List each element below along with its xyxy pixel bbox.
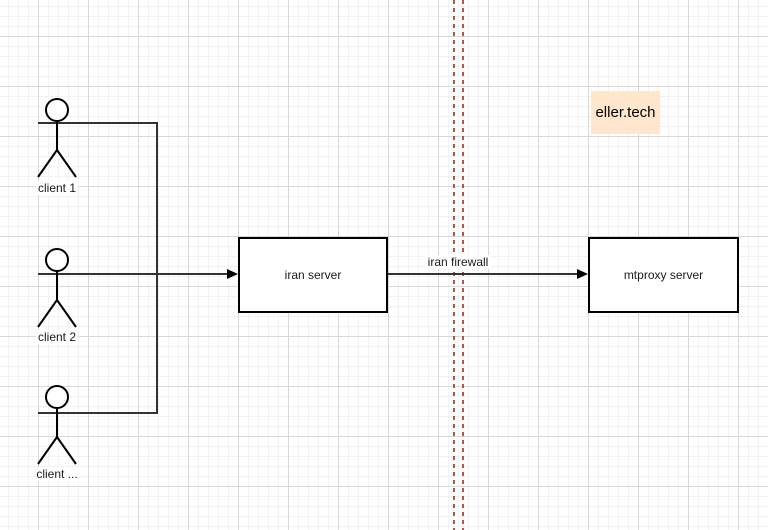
node-mtproxy-server-label: mtproxy server bbox=[623, 268, 704, 282]
client3-label: client ... bbox=[34, 467, 80, 481]
edge-iran-firewall-label: iran firewall bbox=[425, 255, 491, 269]
arrowhead-into-mtproxy-server-icon bbox=[577, 269, 588, 279]
client2-label: client 2 bbox=[35, 330, 79, 344]
actor-client1-icon[interactable] bbox=[37, 98, 77, 180]
connector-collector-vertical[interactable] bbox=[156, 122, 158, 414]
connector-iran-firewall-edge[interactable] bbox=[388, 273, 577, 275]
client1-label: client 1 bbox=[35, 181, 79, 195]
connector-client1[interactable] bbox=[38, 122, 157, 124]
actor-client2-icon[interactable] bbox=[37, 248, 77, 330]
node-iran-server[interactable]: iran server bbox=[238, 237, 388, 313]
node-mtproxy-server[interactable]: mtproxy server bbox=[588, 237, 739, 313]
connector-client2-to-iran-server[interactable] bbox=[38, 273, 228, 275]
connector-client3[interactable] bbox=[38, 412, 157, 414]
arrowhead-into-iran-server-icon bbox=[227, 269, 238, 279]
watermark-eller-tech[interactable]: eller.tech bbox=[591, 91, 660, 134]
node-iran-server-label: iran server bbox=[284, 268, 342, 282]
actor-client3-icon[interactable] bbox=[37, 385, 77, 467]
